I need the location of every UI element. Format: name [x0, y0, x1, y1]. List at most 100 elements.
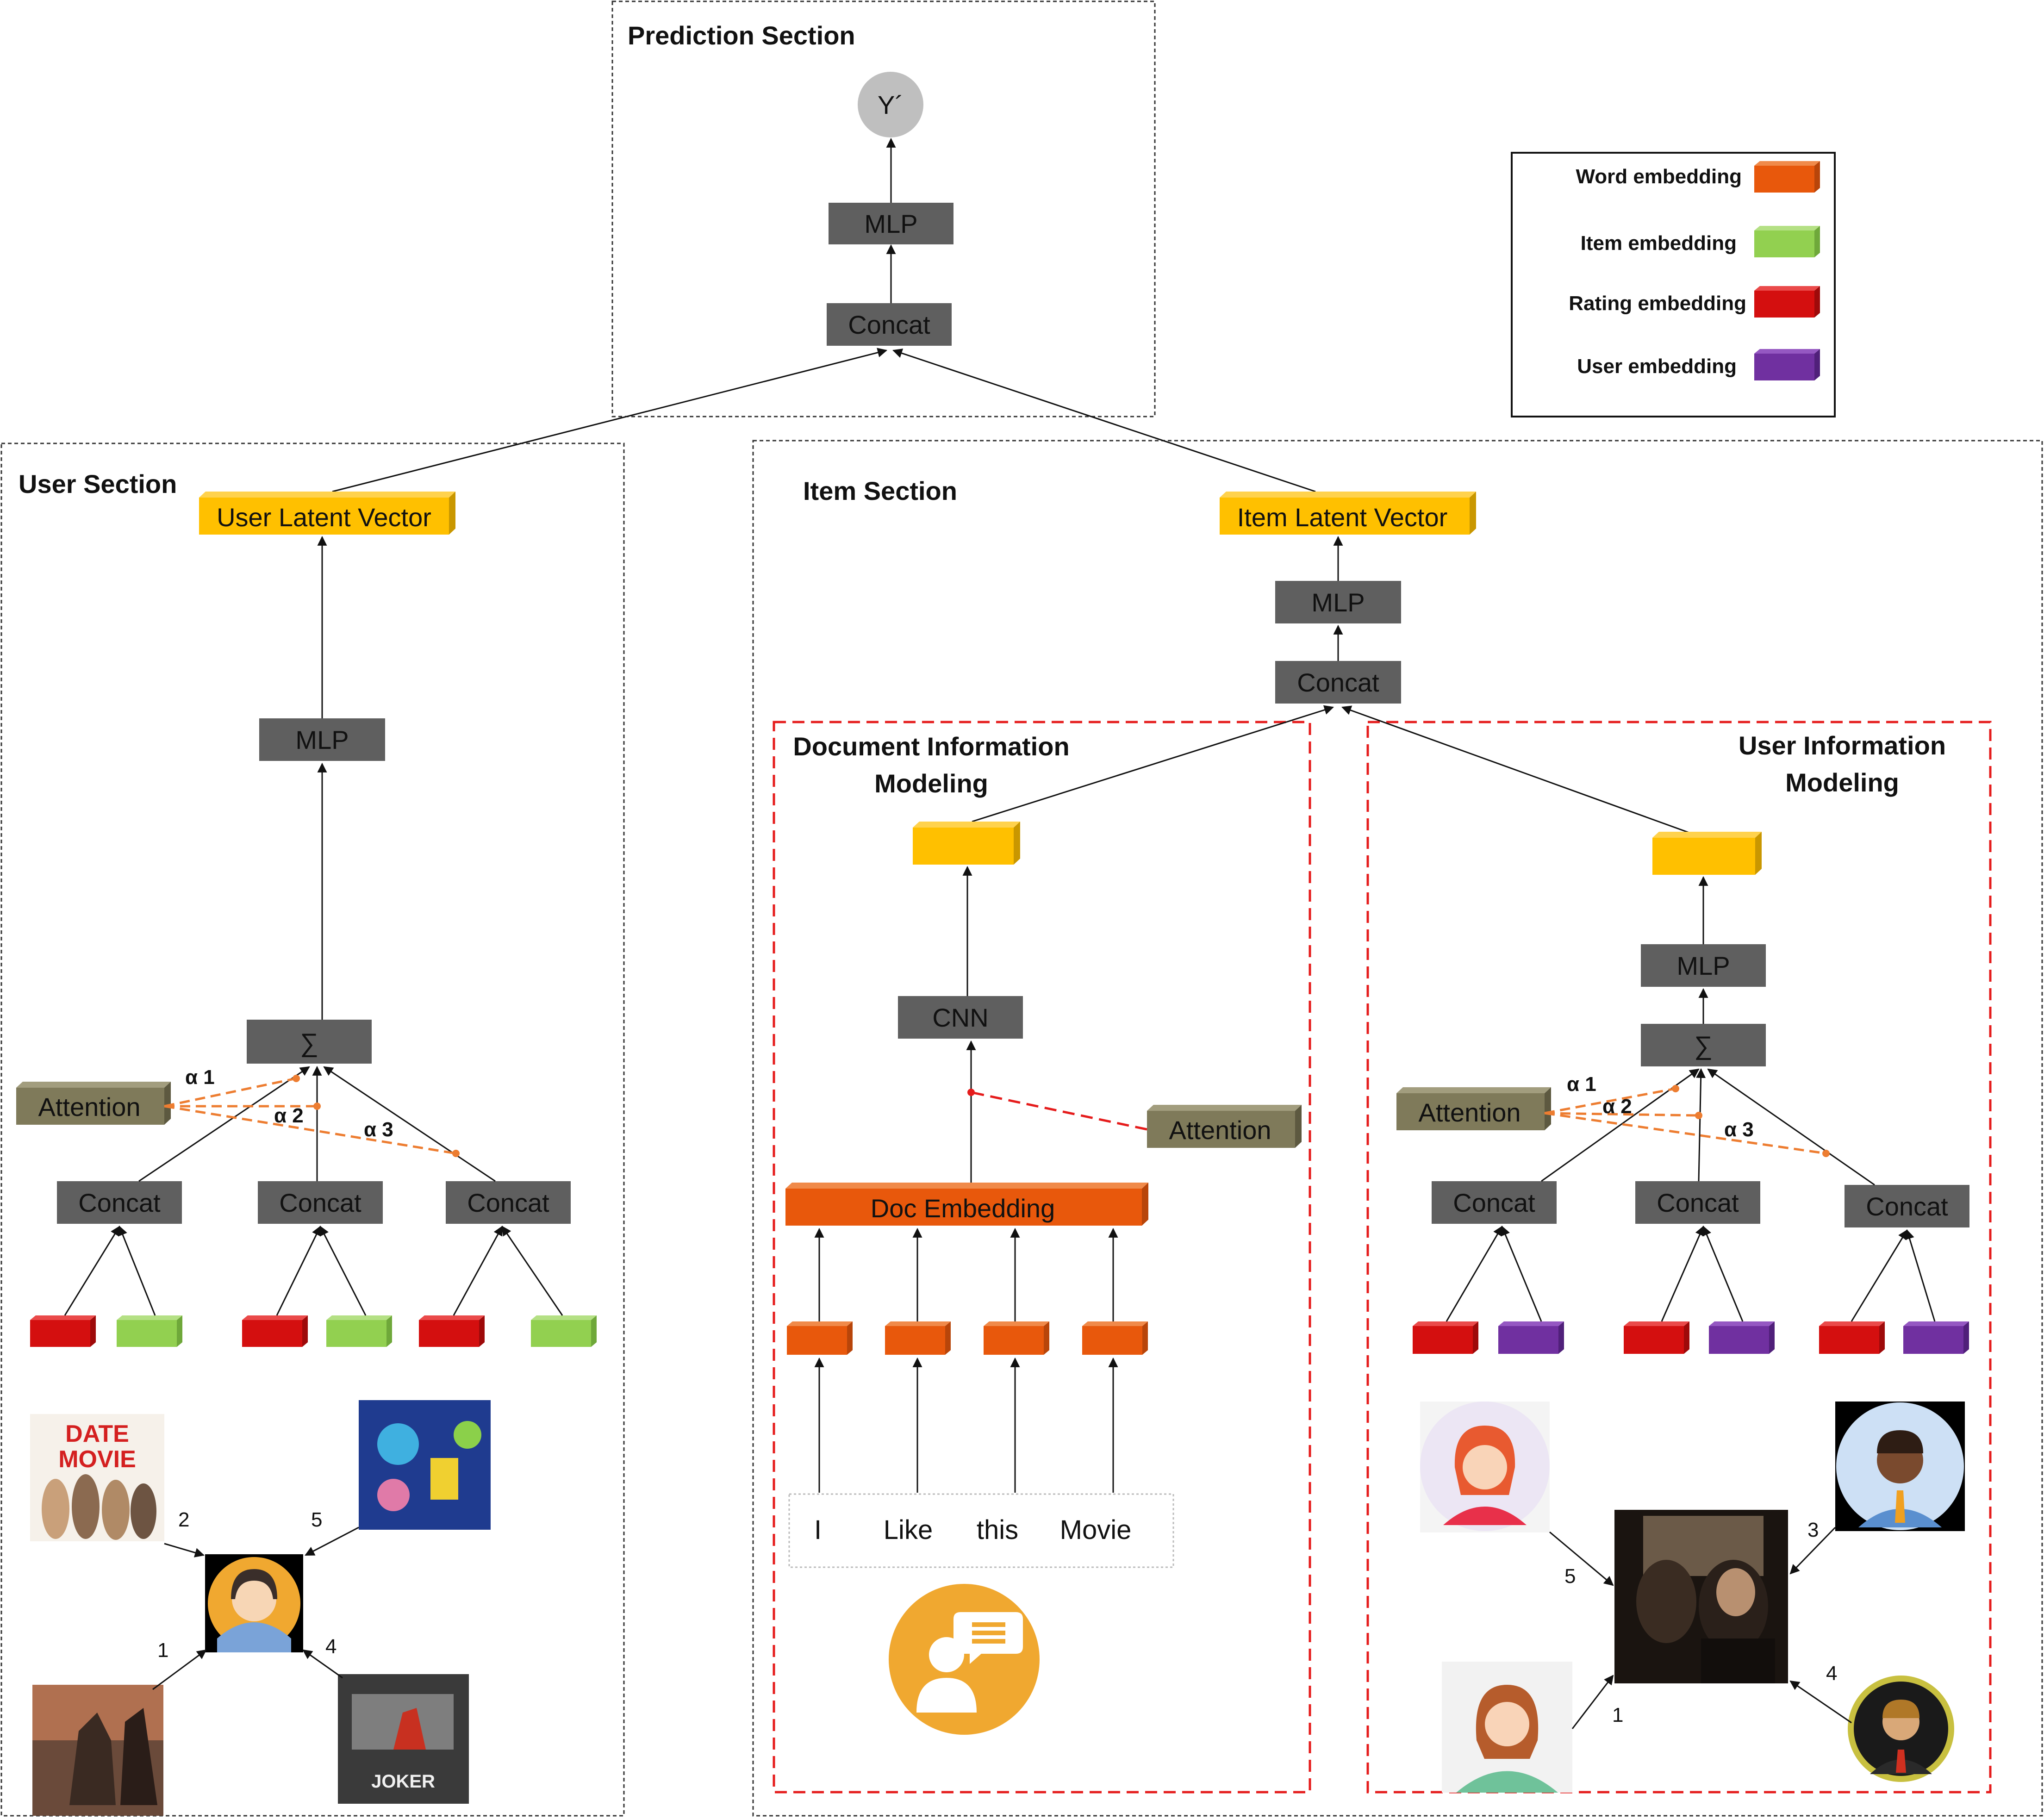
item-edge-num-3: 3 — [1807, 1519, 1819, 1541]
user-avatar-brown-hair — [1442, 1662, 1572, 1793]
poster-joker: JOKER — [338, 1674, 469, 1804]
user-edge-num-4: 4 — [325, 1635, 337, 1658]
user-info-alpha-2: α 2 — [1602, 1095, 1632, 1118]
poster-godzilla — [32, 1685, 163, 1816]
prediction-output-node: Y´ — [858, 72, 923, 137]
user-concat-label-2: Concat — [279, 1188, 361, 1217]
legend-label-user: User embedding — [1577, 355, 1737, 378]
user-info-emb-pair-3 — [1819, 1321, 1969, 1354]
user-attention-label: Attention — [38, 1092, 140, 1121]
item-mlp-label: MLP — [1311, 588, 1365, 617]
prediction-section-frame — [611, 0, 1156, 417]
word-4: Movie — [1060, 1515, 1132, 1545]
user-info-concat-box-2: Concat — [1635, 1181, 1760, 1224]
word-embedding-4 — [1082, 1321, 1148, 1355]
word-embedding-1 — [787, 1321, 853, 1355]
item-concat-box: Concat — [1275, 661, 1401, 704]
prediction-output-label: Y´ — [878, 90, 904, 119]
user-info-sum-box: ∑ — [1641, 1024, 1766, 1066]
user-info-mlp-box: MLP — [1641, 944, 1766, 987]
document-modeling-title-line1: Document Information — [793, 732, 1069, 761]
user-sum-label: ∑ — [300, 1028, 318, 1057]
item-edge-num-4: 4 — [1826, 1662, 1837, 1685]
document-modeling-frame — [773, 721, 1311, 1794]
poster-date-movie-line1: DATE — [65, 1420, 129, 1447]
legend-item-user: User embedding — [1577, 349, 1820, 380]
poster-joker-title: JOKER — [371, 1771, 435, 1792]
user-edge-num-1: 1 — [157, 1639, 168, 1662]
legend-label-item: Item embedding — [1581, 232, 1737, 255]
user-alpha-2: α 2 — [274, 1104, 304, 1127]
user-avatar-red-hair — [1420, 1402, 1550, 1532]
user-avatar-man-suit — [1848, 1676, 1954, 1782]
poster-date-movie-line2: MOVIE — [58, 1446, 136, 1473]
user-alpha-1: α 1 — [185, 1066, 215, 1089]
poster-date-movie: DATE MOVIE — [30, 1414, 164, 1541]
cnn-label: CNN — [932, 1003, 988, 1032]
user-concat-box-2: Concat — [258, 1181, 383, 1224]
user-latent-label: User Latent Vector — [217, 503, 431, 532]
user-info-emb-pair-2 — [1624, 1321, 1775, 1354]
user-attention-box: Attention — [16, 1082, 171, 1125]
user-sum-box: ∑ — [247, 1020, 372, 1064]
legend-item-word: Word embedding — [1576, 161, 1820, 193]
item-latent-label: Item Latent Vector — [1237, 503, 1447, 532]
item-edge-num-1: 1 — [1612, 1704, 1623, 1726]
user-latent-vector: User Latent Vector — [199, 492, 455, 535]
user-info-concat-label-1: Concat — [1453, 1188, 1535, 1217]
legend-label-rating: Rating embedding — [1569, 292, 1746, 315]
sentence-box — [788, 1493, 1174, 1568]
doc-embedding-bar: Doc Embedding — [785, 1183, 1148, 1226]
prediction-mlp-label: MLP — [864, 209, 917, 238]
item-latent-vector: Item Latent Vector — [1220, 492, 1476, 535]
item-section-frame — [752, 440, 2043, 1817]
prediction-section-title: Prediction Section — [628, 21, 855, 50]
item-concat-label: Concat — [1297, 668, 1379, 697]
legend-label-word: Word embedding — [1576, 165, 1742, 188]
item-mlp-box: MLP — [1275, 581, 1401, 623]
document-attention-box: Attention — [1147, 1105, 1302, 1148]
word-2: Like — [884, 1515, 933, 1545]
user-edge-num-2: 2 — [178, 1508, 189, 1531]
word-3: this — [977, 1515, 1018, 1545]
prediction-concat-label: Concat — [848, 310, 930, 339]
document-attention-label: Attention — [1169, 1115, 1271, 1145]
user-info-concat-box-1: Concat — [1432, 1181, 1557, 1224]
user-info-mlp-label: MLP — [1676, 951, 1730, 980]
legend-item-item: Item embedding — [1581, 226, 1820, 257]
user-info-alpha-3: α 3 — [1724, 1118, 1754, 1141]
user-avatar-man-blue — [1835, 1402, 1965, 1531]
user-info-output-vector — [1652, 832, 1762, 875]
user-emb-pair-3 — [419, 1315, 597, 1347]
user-info-sum-label: ∑ — [1694, 1031, 1713, 1060]
item-movie-poster — [1614, 1510, 1788, 1683]
user-concat-box-3: Concat — [446, 1181, 571, 1224]
user-mlp-box: MLP — [259, 718, 385, 761]
user-info-attention-box: Attention — [1396, 1087, 1551, 1130]
user-edge-num-5: 5 — [311, 1508, 322, 1531]
cnn-box: CNN — [898, 996, 1023, 1039]
user-info-attention-label: Attention — [1418, 1098, 1521, 1127]
user-avatar — [205, 1554, 303, 1652]
user-emb-pair-1 — [30, 1315, 182, 1347]
user-alpha-3: α 3 — [364, 1118, 393, 1141]
user-concat-label-1: Concat — [78, 1188, 161, 1217]
item-section-title: Item Section — [803, 476, 957, 505]
doc-embedding-label: Doc Embedding — [871, 1194, 1055, 1223]
user-section-title: User Section — [19, 469, 177, 498]
user-info-concat-label-2: Concat — [1657, 1188, 1739, 1217]
user-info-concat-label-3: Concat — [1866, 1192, 1948, 1221]
prediction-concat-box: Concat — [827, 303, 952, 346]
user-info-modeling-frame — [1366, 721, 1992, 1794]
user-concat-box-1: Concat — [57, 1181, 182, 1224]
user-info-concat-box-3: Concat — [1845, 1185, 1969, 1227]
prediction-mlp-box: MLP — [829, 203, 953, 244]
word-1: I — [814, 1515, 822, 1545]
user-concat-label-3: Concat — [467, 1188, 549, 1217]
user-info-emb-pair-1 — [1413, 1321, 1564, 1354]
poster-spongebob — [359, 1400, 491, 1530]
user-info-modeling-title-line2: Modeling — [1785, 768, 1899, 797]
user-mlp-label: MLP — [295, 725, 349, 754]
item-edge-num-5: 5 — [1564, 1565, 1576, 1588]
